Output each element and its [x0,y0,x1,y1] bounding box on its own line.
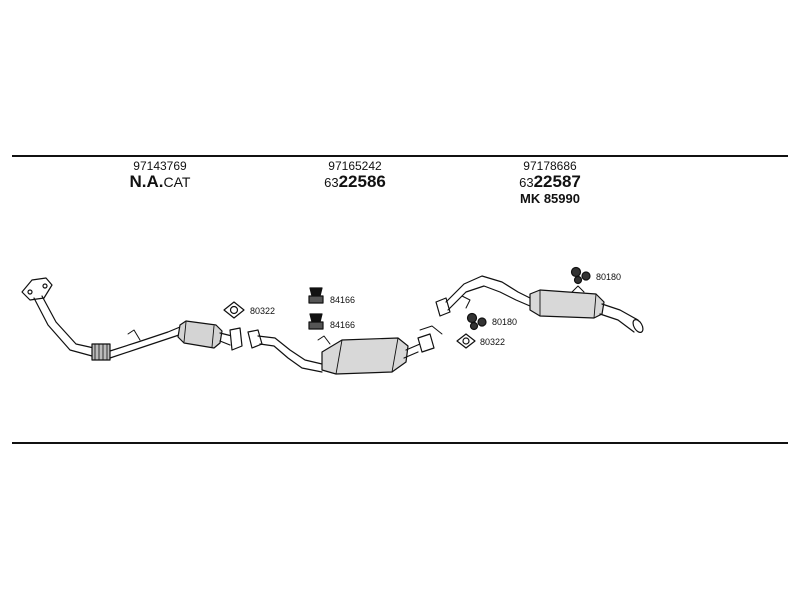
label-rubber-ring-right: 80180 [596,272,621,282]
rubber-ring-mid-icon [466,312,487,331]
group-3-code-main: 22587 [533,172,581,192]
group-1-header: 97143769 N.A.CAT [110,159,210,192]
group-3-extra-code: MK 85990 [520,190,580,206]
rubber-ring-right-icon [570,266,591,285]
group-1-code-prefix: N.A. [129,172,164,192]
label-gasket-right: 80322 [480,337,505,347]
group-3-header: 97178686 6322587 MK 85990 [500,159,600,206]
mount-bottom-icon [308,313,324,330]
label-mount-bottom: 84166 [330,320,355,330]
group-1-code: N.A.CAT [110,172,210,192]
group-2-part-number: 97165242 [328,159,382,173]
label-rubber-ring-mid: 80180 [492,317,517,327]
mount-top-icon [308,287,324,304]
gasket-right-icon [456,333,476,349]
top-divider [12,155,788,157]
group-2-code: 6322586 [305,172,405,192]
bottom-divider [12,442,788,444]
group-3-code-prefix: 63 [519,175,534,191]
label-mount-top: 84166 [330,295,355,305]
group-3-code: 6322587 [500,172,600,192]
gasket-left-icon [223,301,245,319]
group-1-code-main: CAT [163,174,191,191]
group-3-part-number: 97178686 [523,159,577,173]
group-2-code-main: 22586 [338,172,386,192]
group-2-code-prefix: 63 [324,175,339,191]
group-2-header: 97165242 6322586 [305,159,405,192]
rear-silencer [435,275,644,333]
front-pipe-with-catalyst [21,277,243,361]
group-1-part-number: 97143769 [133,159,187,173]
intermediate-silencer [247,325,443,375]
label-gasket-left: 80322 [250,306,275,316]
